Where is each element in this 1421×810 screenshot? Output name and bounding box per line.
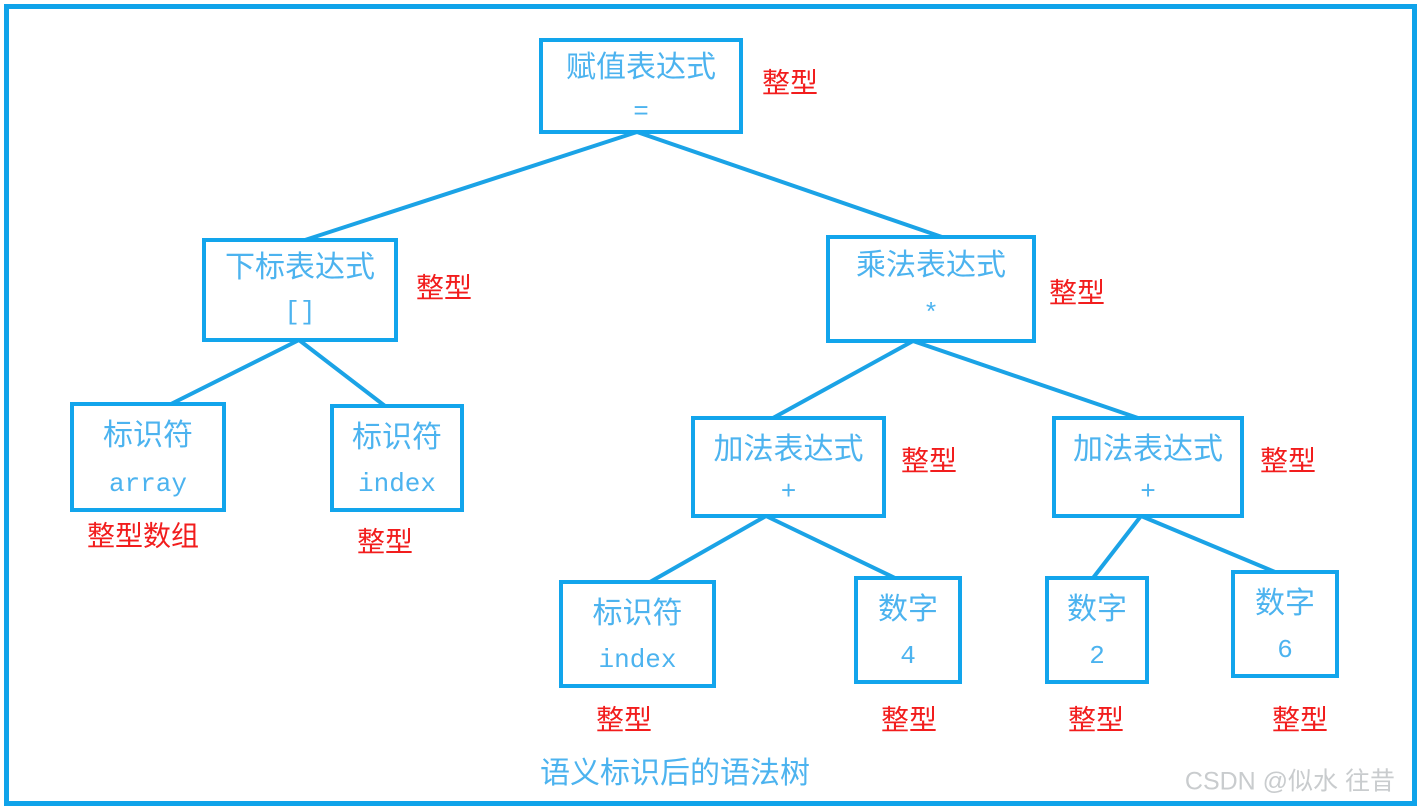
- node-box-add-right: [1052, 416, 1244, 518]
- type-label-subscript: 整型: [416, 272, 472, 304]
- node-box-add-left: [691, 416, 886, 518]
- tree-node-subscript[interactable]: 下标表达式 []: [202, 238, 398, 342]
- node-box-multiply: [826, 235, 1036, 343]
- watermark-text: CSDN @似水 往昔: [1185, 768, 1395, 796]
- node-box-ident-index-bottom: [559, 580, 716, 688]
- node-title-multiply: 乘法表达式: [856, 249, 1006, 282]
- type-label-add-left: 整型: [901, 445, 957, 477]
- node-operator-num-6: 6: [1277, 635, 1293, 665]
- tree-node-ident-index-left[interactable]: 标识符 index: [330, 404, 464, 512]
- type-label-num-2: 整型: [1068, 704, 1124, 736]
- node-title-num-6: 数字: [1255, 587, 1315, 620]
- node-title-subscript: 下标表达式: [225, 251, 375, 284]
- type-label-ident-array: 整型数组: [87, 520, 199, 552]
- tree-edge-add-left-to-index: [648, 514, 768, 584]
- node-box-num-2: [1045, 576, 1149, 684]
- node-title-num-2: 数字: [1067, 593, 1127, 626]
- tree-node-num-2[interactable]: 数字 2: [1045, 576, 1149, 684]
- tree-node-add-left[interactable]: 加法表达式 +: [691, 416, 886, 518]
- tree-edge-add-right-to-num6: [1139, 514, 1277, 574]
- diagram-caption: 语义标识后的语法树: [540, 757, 810, 790]
- node-title-ident-index-bottom: 标识符: [593, 597, 683, 630]
- tree-edge-multiply-to-add-right: [911, 339, 1140, 420]
- node-box-num-4: [854, 576, 962, 684]
- node-title-assign: 赋值表达式: [566, 51, 716, 84]
- node-operator-ident-index-bottom: index: [598, 645, 676, 675]
- tree-node-ident-array[interactable]: 标识符 array: [70, 402, 226, 512]
- tree-node-ident-index-bottom[interactable]: 标识符 index: [559, 580, 716, 688]
- nodes-layer: 赋值表达式 = 下标表达式 [] 乘法表达式 * 标识符 array 标识符 index 加法表达式…: [70, 38, 1339, 688]
- node-operator-add-left: +: [781, 477, 797, 507]
- tree-edge-assign-to-subscript: [303, 130, 639, 242]
- node-operator-assign: =: [633, 97, 649, 127]
- type-label-num-4: 整型: [881, 704, 937, 736]
- type-label-add-right: 整型: [1260, 445, 1316, 477]
- node-box-subscript: [202, 238, 398, 342]
- type-label-ident-index-bottom: 整型: [596, 704, 652, 736]
- node-operator-num-4: 4: [900, 641, 916, 671]
- tree-edge-add-right-to-num2: [1091, 514, 1143, 580]
- tree-edge-assign-to-multiply: [635, 130, 944, 239]
- type-label-num-6: 整型: [1272, 704, 1328, 736]
- type-label-assign: 整型: [762, 67, 818, 99]
- tree-node-num-4[interactable]: 数字 4: [854, 576, 962, 684]
- tree-edge-subscript-to-array: [169, 338, 301, 406]
- node-operator-num-2: 2: [1089, 641, 1105, 671]
- tree-edge-multiply-to-add-left: [771, 339, 915, 420]
- node-operator-add-right: +: [1140, 477, 1156, 507]
- node-operator-ident-array: array: [109, 469, 187, 499]
- node-operator-multiply: *: [923, 299, 939, 329]
- node-operator-subscript: []: [284, 297, 315, 327]
- node-box-ident-index-left: [330, 404, 464, 512]
- tree-node-add-right[interactable]: 加法表达式 +: [1052, 416, 1244, 518]
- node-title-ident-array: 标识符: [103, 419, 193, 452]
- tree-edge-subscript-to-index: [297, 338, 387, 408]
- edges-layer: [169, 130, 1277, 584]
- node-box-num-6: [1231, 570, 1339, 678]
- node-operator-ident-index-left: index: [358, 469, 436, 499]
- tree-edge-add-left-to-num4: [764, 514, 897, 580]
- node-box-assign: [539, 38, 743, 134]
- node-title-num-4: 数字: [878, 593, 938, 626]
- tree-node-multiply[interactable]: 乘法表达式 *: [826, 235, 1036, 343]
- node-box-ident-array: [70, 402, 226, 512]
- node-title-add-left: 加法表达式: [714, 433, 864, 466]
- type-label-ident-index-left: 整型: [357, 526, 413, 558]
- tree-node-assign[interactable]: 赋值表达式 =: [539, 38, 743, 134]
- type-labels-layer: 整型整型整型整型数组整型整型整型整型整型整型整型: [87, 67, 1328, 736]
- tree-node-num-6[interactable]: 数字 6: [1231, 570, 1339, 678]
- node-title-ident-index-left: 标识符: [352, 421, 442, 454]
- type-label-multiply: 整型: [1049, 277, 1105, 309]
- node-title-add-right: 加法表达式: [1073, 433, 1223, 466]
